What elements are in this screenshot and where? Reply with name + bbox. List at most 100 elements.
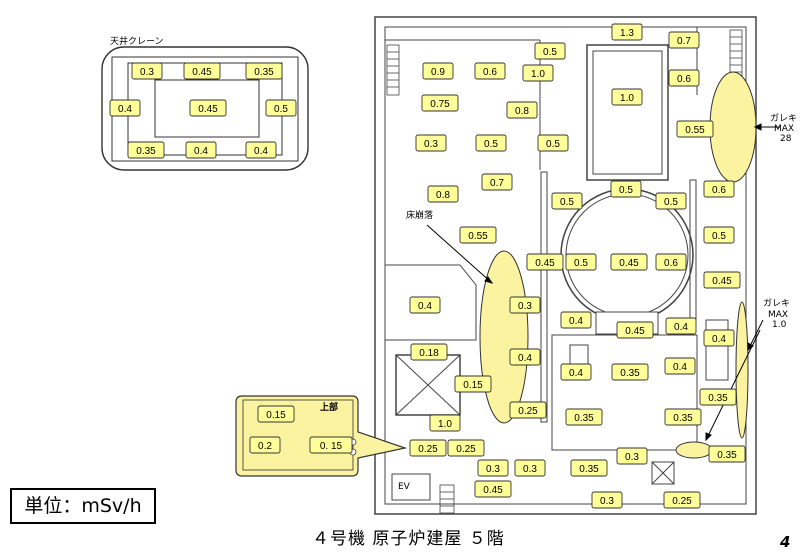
floor-reading-tag-box [611,88,643,106]
crane-reading-tag-box [109,99,141,117]
floor-reading-tag-value: 1.0 [531,69,545,80]
floor-reading-tag-box [560,311,592,329]
crane-reading-tag: 0.35 [245,62,283,80]
floor-reading-tag-value: 0.7 [490,178,504,189]
floor-reading-tag: 0.3 [477,459,509,477]
floor-reading-tag: 0.4 [409,296,441,314]
unit-label: 単位：mSv/h [10,488,156,524]
floor-reading-tag-box [664,357,696,375]
floor-reading-tag-box [410,343,448,361]
crane-reading-tag-box [265,99,297,117]
floor-reading-tag-box [459,226,497,244]
crane-reading-tag-box [185,141,217,159]
floor-reading-tag-value: 0.35 [574,413,594,424]
floor-reading-tag-value: 0.25 [456,444,476,455]
crane-reading-tag-box [183,62,221,80]
floor-reading-tag: 0.45 [526,253,564,271]
upper-reading-tag-box [249,436,281,454]
floor-reading-tag: 0.5 [703,226,735,244]
floor-reading-tag-box [509,401,547,419]
floor-reading-tag: 1.3 [611,23,643,41]
upper-reading-tag-value: 0.15 [266,410,286,421]
floor-reading-tag-box [477,459,509,477]
floor-reading-tag-value: 0.55 [685,125,705,136]
floor-reading-tag: 0.18 [410,343,448,361]
upper-reading-tag-value: 0.2 [258,441,272,452]
rubble-area-top-right [709,71,757,183]
floor-reading-tag: 0.4 [703,329,735,347]
floor-reading-tag: 0.75 [421,94,459,112]
rubble-area-right [735,301,749,439]
floor-reading-tag-value: 0.45 [625,326,645,337]
floor-reading-tag: 0.7 [481,173,513,191]
rubble-max-top: MAX [774,124,794,134]
floor-reading-tag-value: 0.15 [463,380,483,391]
floor-reading-tag: 0.3 [509,296,541,314]
floor-reading-tag-box [655,253,687,271]
floor-reading-tag-value: 0.5 [546,139,560,150]
floor-reading-tag-box [611,23,643,41]
floor-reading-tag-box [522,64,554,82]
floor-reading-tag: 0.45 [703,271,741,289]
floor-reading-tag: 0.3 [415,134,447,152]
floor-reading-tag-value: 1.0 [620,93,634,104]
floor-reading-tag-box [509,296,541,314]
floor-reading-tag-value: 0.25 [518,406,538,417]
floor-reading-tag-box [703,180,735,198]
floor-reading-tag: 0.55 [676,120,714,138]
floor-reading-tag: 0.25 [409,439,447,457]
floor-reading-tag: 0.35 [699,388,737,406]
floor-reading-tag-value: 0.4 [674,322,688,333]
floor-reading-tag-box [565,253,597,271]
crane-reading-tag-box [131,62,163,80]
crane-reading-tag-box [245,141,277,159]
floor-reading-tag-box [427,185,459,203]
floor-reading-tag-box [591,491,623,509]
floor-reading-tag-box [703,329,735,347]
floor-reading-tag-value: 0.5 [484,139,498,150]
floor-reading-tag: 0.35 [570,459,608,477]
crane-reading-tag-value: 0.4 [254,146,268,157]
floor-reading-tag-value: 0.7 [677,36,691,47]
floor-reading-tag-value: 0.3 [625,452,639,463]
floor-reading-tag: 0.6 [668,69,700,87]
floor-reading-tag-value: 1.3 [620,28,634,39]
floor-reading-tag-value: 0.35 [717,450,737,461]
floor-reading-tag-box [474,480,512,498]
crane-reading-tag-value: 0.5 [274,104,288,115]
crane-reading-tag-box [127,141,165,159]
upper-panel-title: 上部 [320,401,338,413]
floor-reading-tag: 0.35 [664,408,702,426]
floor-reading-tag: 0.8 [506,101,538,119]
floor-reading-tag-box [703,271,741,289]
floor-reading-tag: 0.5 [475,134,507,152]
floor-reading-tag-value: 0.3 [600,496,614,507]
floor-reading-tag-box [534,42,566,60]
crane-reading-tag-value: 0.4 [194,146,208,157]
floor-reading-tag-box [506,101,538,119]
floor-collapse-area [479,250,529,424]
floor-reading-tag-value: 0.5 [619,185,633,196]
floor-reading-tag-value: 0.4 [673,362,687,373]
floor-reading-tag-box [676,120,714,138]
floor-reading-tag-value: 1.0 [438,419,452,430]
floor-reading-tag-box [610,253,648,271]
building-walls [374,16,757,515]
floor-reading-tag: 0.6 [655,253,687,271]
floor-reading-tag-box [526,253,564,271]
crane-reading-tag-value: 0.45 [192,67,212,78]
crane-reading-tag-value: 0.3 [140,67,154,78]
floor-reading-tag-box [481,173,513,191]
floor-reading-tag-value: 0.55 [468,231,488,242]
upper-reading-tag: 0. 15 [309,436,353,454]
floor-reading-tag-box [560,363,592,381]
floor-reading-tag-value: 0.5 [560,197,574,208]
floor-reading-tag-box [415,134,447,152]
floor-reading-tag-box [551,192,583,210]
crane-reading-tag-value: 0.35 [136,146,156,157]
rubble-value-top: 28 [780,134,792,144]
floor-reading-tag-box [514,459,546,477]
